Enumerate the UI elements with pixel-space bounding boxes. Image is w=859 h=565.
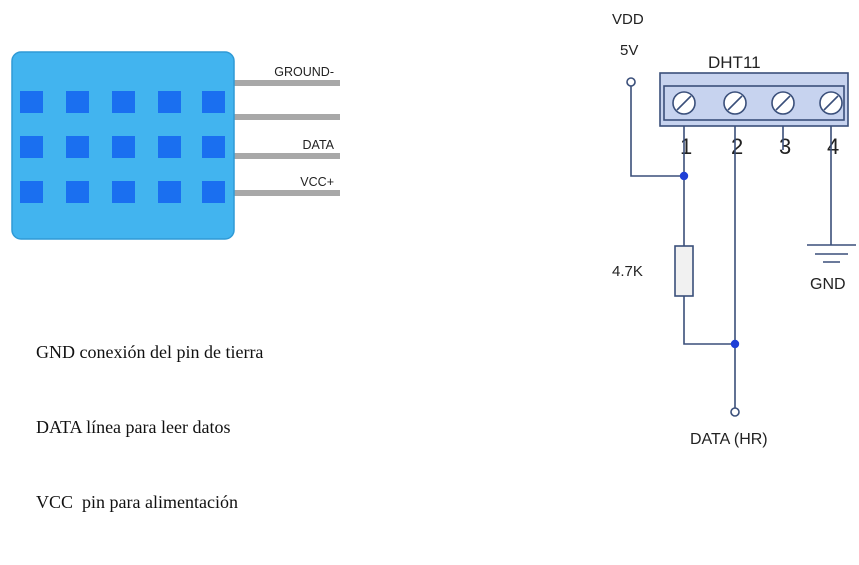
sensor-square [112, 181, 135, 203]
sensor-square [202, 181, 225, 203]
sensor-square [66, 91, 89, 113]
pin-number-3: 3 [779, 134, 791, 159]
pin-description: GND conexión del pin de tierra DATA líne… [36, 290, 263, 565]
schematic: VDD 5V DHT11 1 2 3 4 4.7K [612, 11, 856, 448]
figure-canvas: GROUND- DATA VCC+ VDD 5V DHT11 1 2 3 4 [11, 11, 856, 448]
dht11-figure: GROUND- DATA VCC+ VDD 5V DHT11 1 2 3 4 [11, 11, 856, 512]
ground-symbol [807, 236, 856, 263]
sensor-square [20, 181, 43, 203]
screw-terminals [672, 91, 843, 115]
supply-terminal [626, 77, 636, 87]
sensor-module: GROUND- DATA VCC+ [11, 51, 340, 240]
connector-inner [663, 85, 845, 121]
pin-data [232, 153, 340, 159]
pin-label-ground: GROUND- [274, 65, 334, 79]
description-line-vcc: VCC pin para alimentación [36, 492, 238, 512]
wire-vdd [630, 86, 684, 177]
sensor-square [158, 91, 181, 113]
screw-slot [727, 95, 743, 111]
supply-value: 5V [620, 42, 638, 59]
description-line-data: DATA línea para leer datos [36, 417, 231, 437]
screw-slot [775, 95, 791, 111]
component-label: DHT11 [708, 53, 761, 72]
sensor-grid [20, 91, 225, 203]
sensor-square [158, 181, 181, 203]
pin-unused [232, 114, 340, 120]
pin-label-vcc: VCC+ [300, 175, 334, 189]
junction-pin1 [679, 171, 689, 181]
pin-number-1: 1 [680, 134, 692, 159]
screw-slot [823, 95, 839, 111]
junction-data [730, 339, 740, 349]
sensor-square [112, 91, 135, 113]
sensor-square [158, 136, 181, 158]
data-terminal [730, 407, 740, 417]
sensor-square [66, 136, 89, 158]
sensor-square [202, 91, 225, 113]
pin-number-2: 2 [731, 134, 743, 159]
sensor-square [202, 136, 225, 158]
sensor-square [66, 181, 89, 203]
screw-slot [676, 95, 692, 111]
sensor-square [20, 91, 43, 113]
ground-label: GND [810, 276, 846, 293]
sensor-square [112, 136, 135, 158]
output-label: DATA (HR) [690, 431, 768, 448]
pin-number-4: 4 [827, 134, 839, 159]
sensor-square [20, 136, 43, 158]
pin-ground [232, 80, 340, 86]
resistor [674, 245, 694, 297]
resistor-label: 4.7K [612, 263, 643, 280]
description-line-gnd: GND conexión del pin de tierra [36, 342, 264, 362]
pin-label-data: DATA [303, 138, 335, 152]
pin-vcc [232, 190, 340, 196]
wire-resistor-to-data [683, 296, 735, 345]
supply-label: VDD [612, 11, 644, 28]
